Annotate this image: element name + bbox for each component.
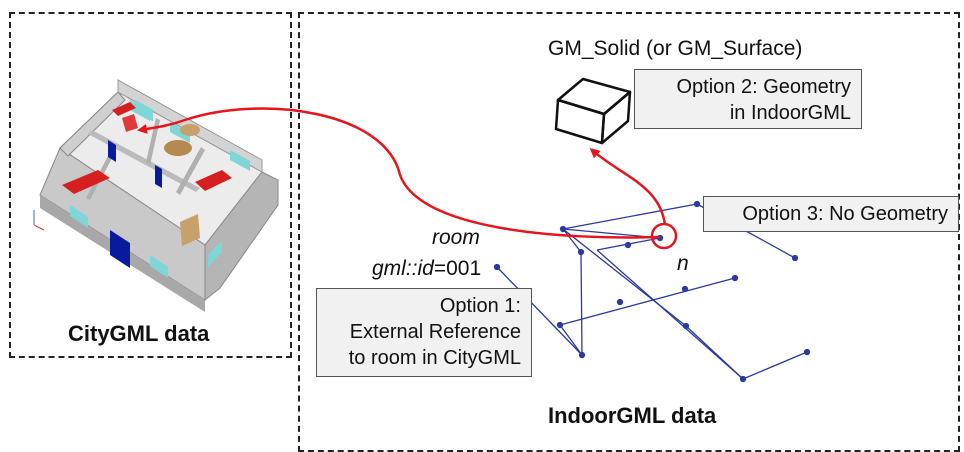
- option3-line1: Option 3: No Geometry: [742, 203, 948, 225]
- option3-box: Option 3: No Geometry: [703, 196, 959, 232]
- geometry-arrow: [589, 148, 667, 226]
- room-id-label: gml::id=001: [372, 257, 481, 281]
- indoorgml-title: IndoorGML data: [548, 403, 717, 428]
- room-id-prefix: gml::id: [372, 257, 434, 280]
- room-id-value: =001: [433, 257, 482, 280]
- option1-box: Option 1: External Reference to room in …: [316, 288, 532, 377]
- option2-line1: Option 2: Geometry: [676, 76, 851, 98]
- option1-line1: Option 1:: [439, 295, 521, 317]
- citygml-panel: [9, 12, 292, 358]
- room-label: room: [432, 226, 480, 249]
- external-reference-arrow: [137, 107, 661, 239]
- building-model-icon: [33, 79, 279, 312]
- node-highlight-circle: [650, 222, 678, 250]
- gm-solid-cube-icon: [554, 77, 632, 145]
- solid-label: GM_Solid (or GM_Surface): [548, 37, 803, 60]
- option2-box: Option 2: Geometry in IndoorGML: [634, 69, 862, 129]
- option2-line2: in IndoorGML: [729, 102, 851, 124]
- option1-line3: to room in CityGML: [348, 347, 521, 369]
- citygml-title: CityGML data: [68, 321, 210, 346]
- diagram-canvas: [33, 77, 811, 383]
- option1-line2: External Reference: [349, 321, 521, 343]
- node-label: n: [677, 252, 689, 275]
